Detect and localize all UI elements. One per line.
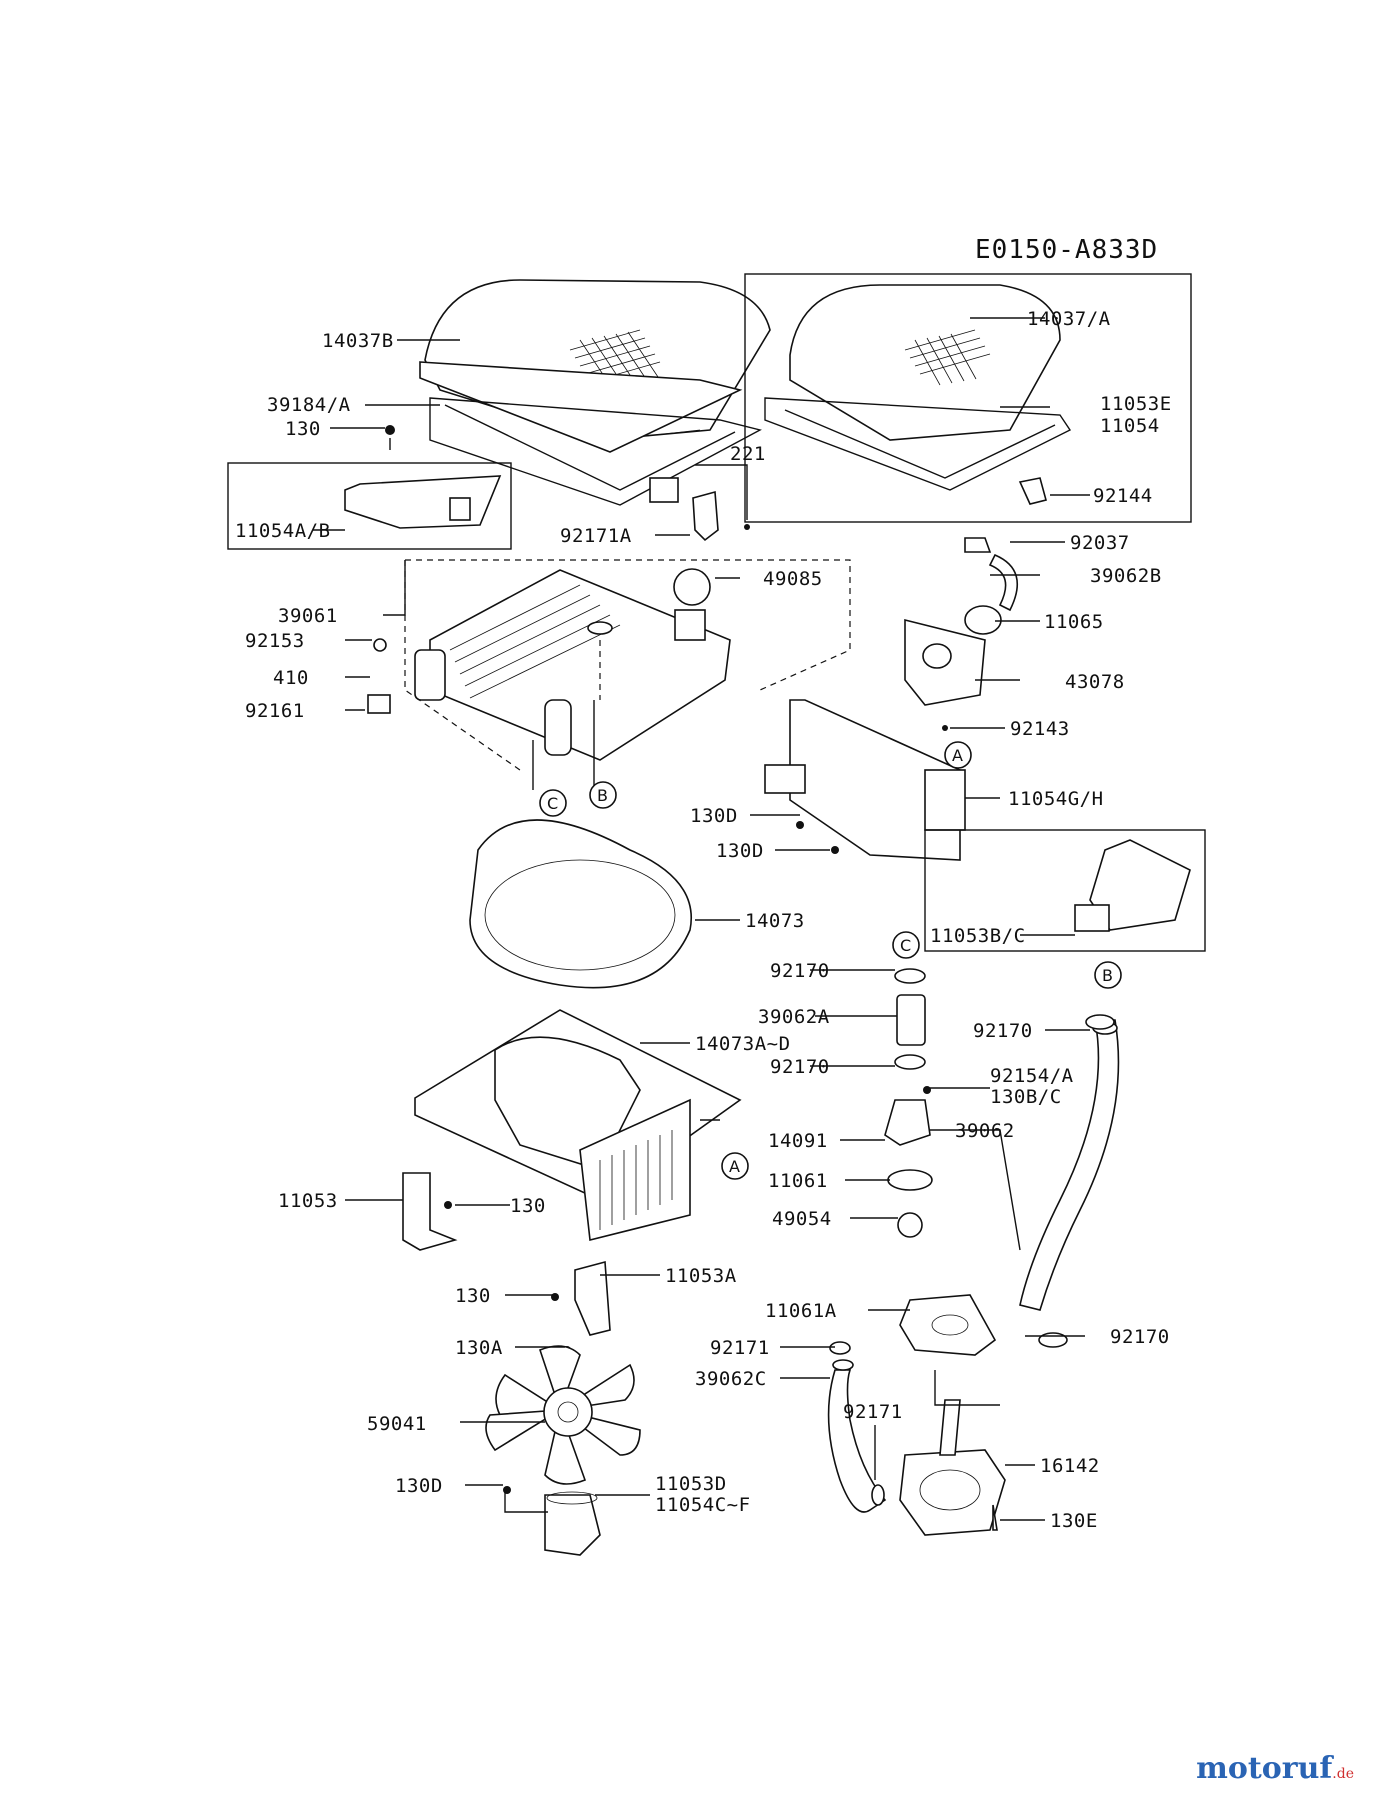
label-14073: 14073: [745, 910, 805, 932]
label-92154A: 92154/A: [990, 1065, 1074, 1087]
label-92171A: 92171A: [560, 525, 632, 547]
label-11053E: 11053E: [1100, 393, 1172, 415]
label-11065: 11065: [1044, 611, 1104, 633]
label-39061: 39061: [278, 605, 338, 627]
svg-text:B: B: [597, 786, 608, 805]
label-49054: 49054: [772, 1208, 832, 1230]
callout-C-2: C: [892, 931, 920, 959]
label-39062C: 39062C: [695, 1368, 767, 1390]
label-39062A: 39062A: [758, 1006, 830, 1028]
label-59041: 59041: [367, 1413, 427, 1435]
label-39062B: 39062B: [1090, 565, 1162, 587]
label-14073AD: 14073A~D: [695, 1033, 791, 1055]
part-labels: 14037B 39184/A 130 221 11054A/B 92171A 1…: [235, 308, 1172, 1532]
callout-A-1: A: [944, 741, 972, 769]
label-11054GH: 11054G/H: [1008, 788, 1104, 810]
label-130-low: 130: [455, 1285, 491, 1307]
label-130D-c: 130D: [395, 1475, 443, 1497]
label-16142: 16142: [1040, 1455, 1100, 1477]
leader-lines: [313, 317, 1090, 1521]
label-39184A: 39184/A: [267, 394, 351, 416]
drawing-code: E0150-A833D: [975, 235, 1158, 265]
label-92161: 92161: [245, 700, 305, 722]
label-43078: 43078: [1065, 671, 1125, 693]
fan-59041-drawing: [485, 1345, 641, 1556]
label-92143: 92143: [1010, 718, 1070, 740]
label-11054CF: 11054C~F: [655, 1494, 751, 1516]
label-11053A: 11053A: [665, 1265, 737, 1287]
label-11053: 11053: [278, 1190, 338, 1212]
label-92037: 92037: [1070, 532, 1130, 554]
svg-text:B: B: [1102, 966, 1113, 985]
label-92170-d: 92170: [1110, 1326, 1170, 1348]
callout-C-1: C: [539, 789, 567, 817]
label-11053BC: 11053B/C: [930, 925, 1026, 947]
box-14037A: [744, 273, 1192, 523]
label-221: 221: [730, 443, 766, 465]
svg-text:C: C: [900, 936, 911, 955]
label-14091: 14091: [768, 1130, 828, 1152]
label-92170-b: 92170: [770, 1056, 830, 1078]
label-11054: 11054: [1100, 415, 1160, 437]
label-92171-a: 92171: [710, 1337, 770, 1359]
label-14037B: 14037B: [322, 330, 394, 352]
label-130D-b: 130D: [716, 840, 764, 862]
label-92170-a: 92170: [770, 960, 830, 982]
box-11053BC: [924, 829, 1206, 952]
cover-14037B-drawing: [385, 279, 771, 542]
svg-text:C: C: [547, 794, 558, 813]
callout-B-1: B: [589, 781, 617, 809]
svg-text:A: A: [729, 1157, 740, 1176]
label-11061A: 11061A: [765, 1300, 837, 1322]
motoruf-watermark: motoruf.de: [1196, 1751, 1354, 1786]
label-49085: 49085: [763, 568, 823, 590]
label-11054AB: 11054A/B: [235, 520, 331, 542]
label-39062: 39062: [955, 1120, 1015, 1142]
callout-B-2: B: [1094, 961, 1122, 989]
label-130: 130: [285, 418, 321, 440]
label-130E: 130E: [1050, 1510, 1098, 1532]
svg-text:A: A: [952, 746, 963, 765]
label-11053D: 11053D: [655, 1473, 727, 1495]
label-92170-c: 92170: [973, 1020, 1033, 1042]
label-11061: 11061: [768, 1170, 828, 1192]
label-92153: 92153: [245, 630, 305, 652]
label-130D-a: 130D: [690, 805, 738, 827]
label-130A: 130A: [455, 1337, 503, 1359]
box-11054AB: [227, 462, 512, 550]
label-410: 410: [273, 667, 309, 689]
label-92171-b: 92171: [843, 1401, 903, 1423]
label-92144: 92144: [1093, 485, 1153, 507]
label-14037A: 14037/A: [1027, 308, 1111, 330]
label-130-mid: 130: [510, 1195, 546, 1217]
callout-A-2: A: [721, 1152, 749, 1180]
label-130BC: 130B/C: [990, 1086, 1062, 1108]
